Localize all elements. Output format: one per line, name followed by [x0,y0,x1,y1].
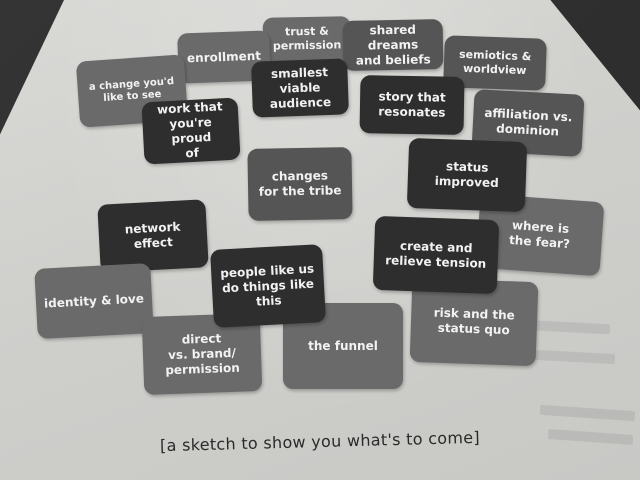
card-changes-tribe: changes for the tribe [247,147,353,221]
card-people-like-us: people like us do things like this [210,244,326,328]
card-status-improved: status improved [406,137,528,213]
card-trust-permission: trust & permission [262,16,352,62]
card-story-resonates: story that resonates [359,75,465,135]
card-smallest-viable-audience: smallest viable audience [251,58,349,118]
card-work-proud: work that you're proud of [141,97,241,165]
card-identity-love: identity & love [34,263,154,339]
card-create-relieve-tension: create and relieve tension [372,215,500,295]
card-shared-dreams: shared dreams and beliefs [342,19,444,71]
card-network-effect: network effect [97,199,209,273]
